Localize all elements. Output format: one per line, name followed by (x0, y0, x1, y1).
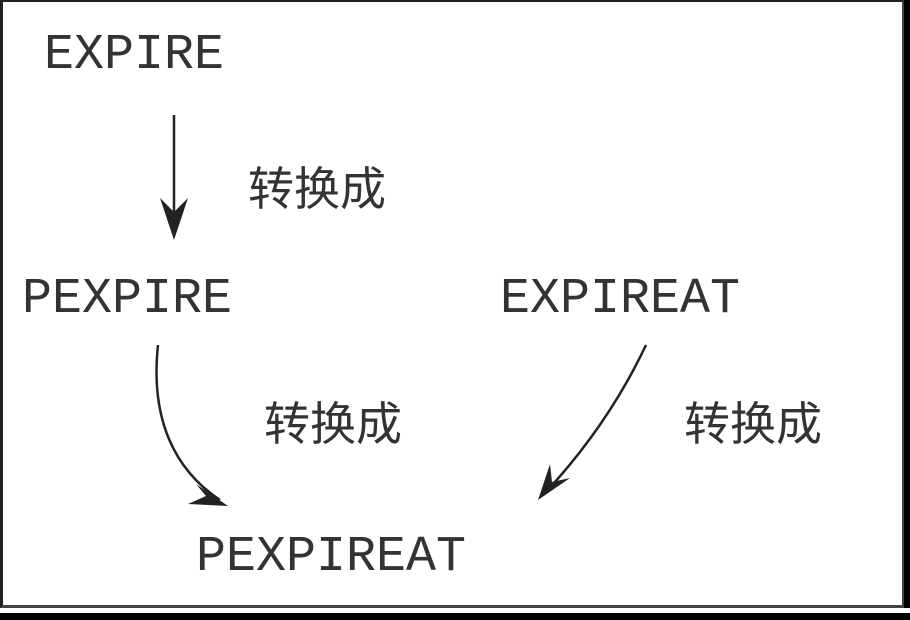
edge-label-expire-pexpire: 转换成 (248, 162, 386, 216)
frame-gap (0, 608, 910, 613)
node-pexpire: PEXPIRE (22, 271, 232, 328)
edge-label-expireat-pexpireat: 转换成 (684, 397, 822, 451)
node-pexpireat: PEXPIREAT (196, 529, 466, 586)
arrow-pexpire-to-pexpireat (155, 344, 228, 506)
edge-label-pexpire-pexpireat: 转换成 (264, 397, 402, 451)
node-expire: EXPIRE (44, 27, 224, 84)
arrow-expireat-to-pexpireat (538, 344, 648, 500)
node-expireat: EXPIREAT (500, 271, 740, 328)
diagram-frame (0, 0, 904, 608)
arrow-expire-to-pexpire (160, 115, 188, 240)
